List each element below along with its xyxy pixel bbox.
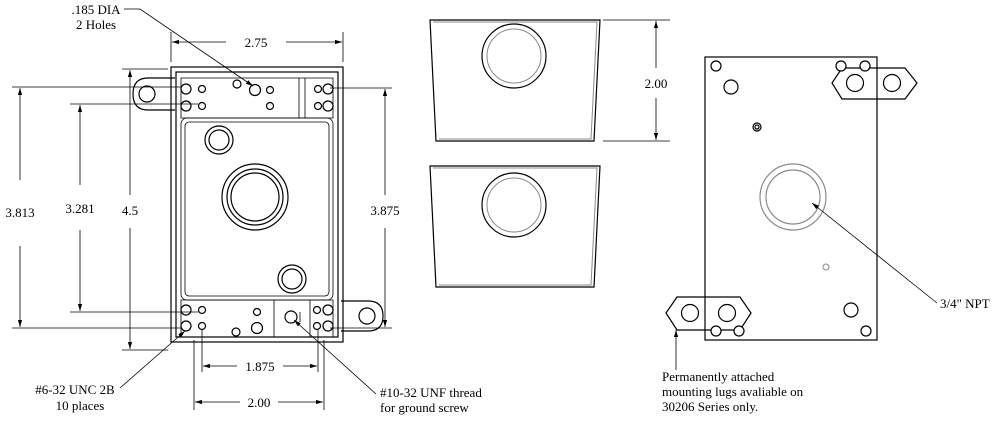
dim-height-right-label: 3.875: [370, 203, 399, 218]
right-lug-hole: [358, 307, 376, 325]
right-mounting-lug: [341, 300, 384, 332]
note-thread-line2: 10 places: [56, 398, 105, 413]
side-view-upper-outline: [429, 19, 601, 142]
rear-bottom-lug: [665, 296, 752, 331]
dim-bottom-outer-label: 2.00: [248, 395, 271, 410]
note-thread-line1: #6-32 UNC 2B: [35, 382, 115, 397]
center-knockout-mid: [226, 168, 284, 226]
rear-npt-inner: [765, 169, 821, 225]
mounting-hole-185: [248, 83, 262, 97]
side-upper-conduit-outer: [481, 23, 547, 89]
top-knockout-inner: [208, 129, 230, 151]
bottom-knockout-outer: [277, 264, 307, 294]
rear-npt-outer: [759, 163, 827, 231]
dim-height-inner-label: 3.281: [65, 201, 94, 216]
rear-note-line2: mounting lugs avaliable on: [662, 384, 804, 399]
rear-note-line1: Permanently attached: [662, 369, 775, 384]
center-knockout-outer: [221, 163, 289, 231]
left-mounting-lug: [132, 77, 175, 111]
rear-plate-outline: [704, 56, 878, 341]
side-lower-conduit-outer: [481, 172, 547, 238]
dim-depth-label: 2.00: [645, 76, 668, 91]
side-upper-conduit-inner: [486, 28, 542, 84]
top-boss: [180, 77, 334, 119]
box-inner-edge: [184, 121, 330, 297]
dim-height-outer-label: 4.5: [122, 203, 138, 218]
callout-dia-label: .185 DIA: [71, 2, 121, 17]
box-outer-outline: [170, 66, 344, 343]
box-rim-outline: [175, 71, 339, 338]
side-view: 2.00: [429, 19, 670, 288]
bottom-knockout-inner: [281, 268, 303, 290]
top-knockout-outer: [204, 125, 234, 155]
note-ground-line2: for ground screw: [380, 400, 469, 415]
rear-top-lug: [831, 67, 918, 100]
box-inner-cavity: [180, 117, 334, 301]
dim-height-left-label: 3.813: [5, 205, 34, 220]
threaded-hole: [180, 83, 192, 95]
side-view-lower-outline: [429, 165, 601, 288]
npt-label: 3/4" NPT: [940, 296, 990, 311]
front-view: 2.75 .185 DIA 2 Holes 3.813 3.281 4.5 3.…: [5, 2, 482, 415]
side-lower-conduit-inner: [486, 177, 542, 233]
dim-width-label: 2.75: [245, 35, 268, 50]
dim-bottom-inner-label: 1.875: [245, 359, 274, 374]
center-knockout-inner: [230, 172, 280, 222]
callout-holes-label: 2 Holes: [76, 17, 116, 32]
left-lug-hole: [138, 85, 156, 103]
rear-note-line3: 30206 Series only.: [662, 399, 758, 414]
note-ground-line1: #10-32 UNF thread: [380, 385, 482, 400]
rear-view: 3/4" NPT Permanently attached mounting l…: [662, 56, 990, 414]
